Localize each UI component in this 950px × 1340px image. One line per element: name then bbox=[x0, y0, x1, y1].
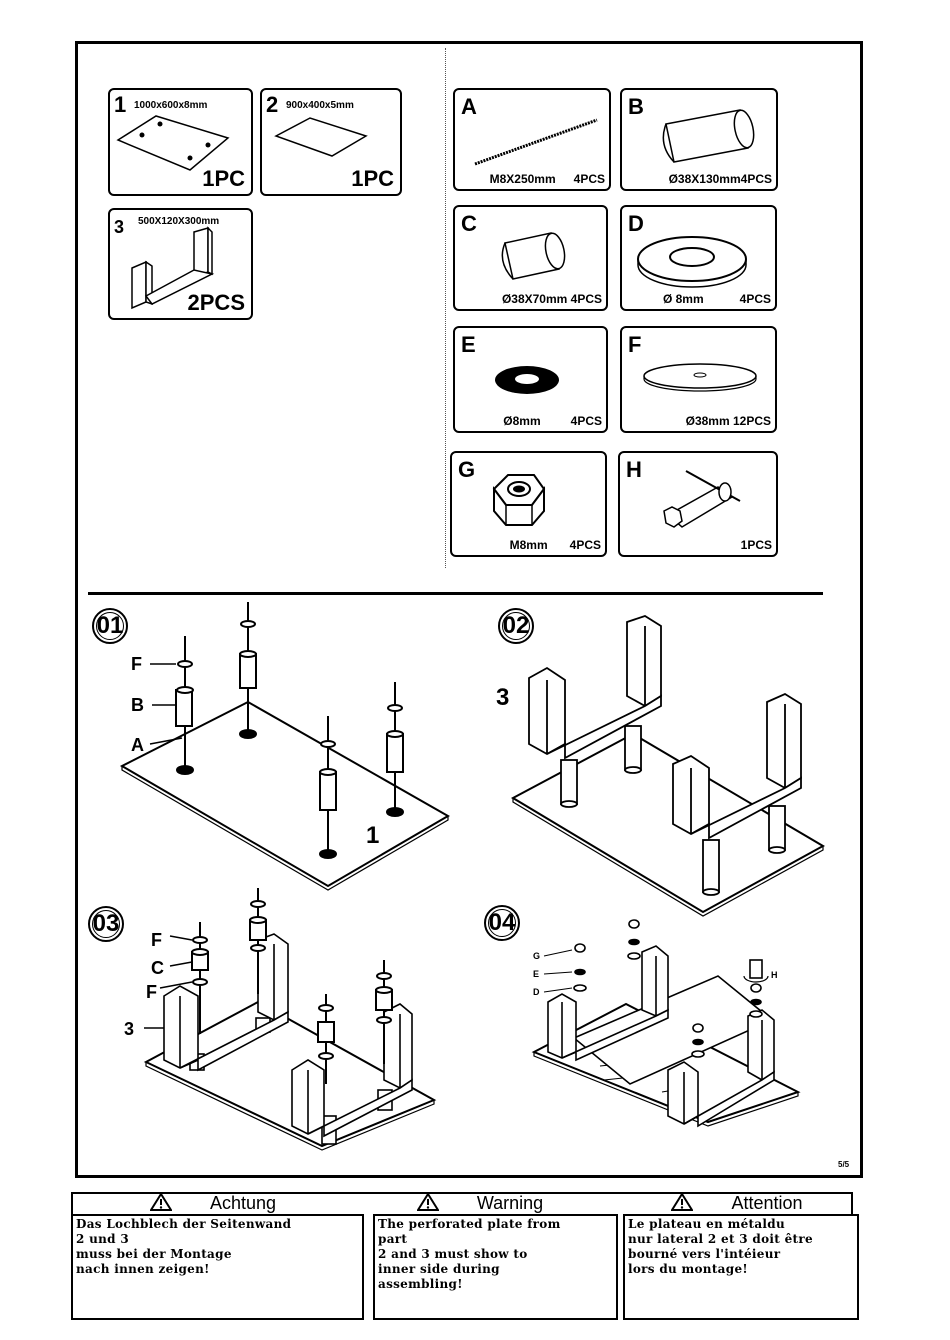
hardware-spec: Ø38X130mm4PCS bbox=[668, 172, 772, 186]
hardware-letter: D bbox=[628, 211, 644, 236]
step-01-label-a: A bbox=[131, 735, 144, 755]
hardware-d-card: D Ø 8mm 4PCS bbox=[620, 205, 777, 311]
warning-triangle-icon bbox=[149, 1193, 172, 1211]
hardware-spec: M8mm bbox=[509, 538, 548, 552]
part-3-card: 3 500X120X300mm 2PCS bbox=[108, 208, 253, 320]
part-quantity: 1PC bbox=[351, 166, 394, 191]
step-02-badge: 02 bbox=[498, 608, 534, 644]
hardware-c-card: C Ø38X70mm 4PCS bbox=[453, 205, 608, 311]
warning-box-en: The perforated plate from part 2 and 3 m… bbox=[373, 1214, 618, 1320]
step-03-label-f: F bbox=[151, 930, 162, 950]
hardware-letter: A bbox=[461, 94, 477, 119]
step-01-label-1: 1 bbox=[366, 822, 380, 849]
rubber-washer-icon bbox=[495, 366, 559, 394]
hardware-h-card: H 1PCS bbox=[618, 451, 778, 557]
long-spacer-icon bbox=[662, 109, 755, 163]
part-quantity: 2PCS bbox=[187, 290, 245, 315]
part-dimensions: 1000x600x8mm bbox=[134, 100, 208, 111]
warning-triangle-icon bbox=[416, 1193, 439, 1211]
part-2-card: 2 900x400x5mm 1PC bbox=[260, 88, 402, 196]
sheet-frame bbox=[75, 41, 863, 1178]
step-01-badge: 01 bbox=[92, 608, 128, 644]
part-dimensions: 500X120X300mm bbox=[138, 216, 220, 227]
hardware-quantity: 4PCS bbox=[570, 414, 602, 428]
hex-nut-icon bbox=[492, 474, 546, 526]
warning-triangle-icon bbox=[671, 1193, 694, 1211]
hardware-a-card: A M8X250mm 4PCS bbox=[453, 88, 611, 191]
warning-header-strip bbox=[71, 1192, 853, 1216]
part-quantity: 1PC bbox=[202, 166, 245, 191]
hardware-g-card: G M8mm 4PCS bbox=[450, 451, 607, 557]
step-01-label-b: B bbox=[131, 695, 144, 715]
warning-text-fr: Le plateau en métaldu nur lateral 2 et 3… bbox=[628, 1217, 813, 1276]
part-number: 2 bbox=[266, 92, 279, 117]
warning-box-fr: Le plateau en métaldu nur lateral 2 et 3… bbox=[623, 1214, 859, 1320]
hardware-quantity: 1PCS bbox=[740, 538, 772, 552]
warning-title-fr: Attention bbox=[632, 1193, 842, 1214]
step-02-diagram bbox=[510, 615, 826, 917]
step-04-label-h: H bbox=[771, 970, 778, 980]
step-01-diagram bbox=[119, 602, 451, 891]
parts-divider bbox=[445, 48, 446, 568]
plate-icon bbox=[116, 115, 230, 171]
step-04-label-g: G bbox=[533, 951, 541, 961]
hardware-letter: H bbox=[626, 457, 642, 482]
step-03-label-c: C bbox=[151, 958, 164, 978]
hardware-spec: Ø 8mm bbox=[662, 292, 704, 306]
step-02-label-3: 3 bbox=[496, 684, 510, 711]
hardware-spec: Ø38mm 12PCS bbox=[685, 414, 771, 428]
warning-text-en: The perforated plate from part 2 and 3 m… bbox=[378, 1217, 561, 1291]
step-03-badge: 03 bbox=[88, 906, 124, 942]
step-03-label-f2: F bbox=[146, 982, 157, 1002]
part-1-card: 1 1000x600x8mm 1PC bbox=[108, 88, 253, 196]
step-04-label-e: E bbox=[533, 969, 540, 979]
part-dimensions: 900x400x5mm bbox=[286, 100, 354, 111]
threaded-rod-icon bbox=[474, 118, 598, 166]
hardware-quantity: 4PCS bbox=[569, 538, 601, 552]
step-03-label-3: 3 bbox=[124, 1019, 135, 1039]
hardware-spec: Ø8mm bbox=[503, 414, 541, 428]
step-04-diagram bbox=[531, 919, 801, 1128]
hardware-letter: G bbox=[458, 457, 476, 482]
warning-title-en: Warning bbox=[375, 1193, 585, 1214]
part-number: 3 bbox=[114, 217, 125, 237]
warning-text-de: Das Lochblech der Seitenwand 2 und 3 mus… bbox=[76, 1217, 292, 1276]
washer-icon bbox=[637, 236, 747, 288]
warning-title-de: Achtung bbox=[108, 1193, 318, 1214]
hardware-e-card: E Ø8mm 4PCS bbox=[453, 326, 608, 433]
short-spacer-icon bbox=[501, 232, 566, 280]
hardware-quantity: 4PCS bbox=[739, 292, 771, 306]
part-number: 1 bbox=[114, 92, 127, 117]
hardware-letter: C bbox=[461, 211, 477, 236]
flat-washer-icon bbox=[643, 363, 757, 392]
step-04-badge: 04 bbox=[484, 905, 520, 941]
plate-icon bbox=[274, 117, 368, 157]
hardware-spec: Ø38X70mm 4PCS bbox=[501, 292, 602, 306]
warning-box-de: Das Lochblech der Seitenwand 2 und 3 mus… bbox=[71, 1214, 364, 1320]
step-01-label-f: F bbox=[131, 654, 142, 674]
socket-wrench-icon bbox=[663, 470, 741, 528]
step-04-label-d: D bbox=[533, 987, 540, 997]
hardware-letter: E bbox=[461, 332, 476, 357]
hardware-b-card: B Ø38X130mm4PCS bbox=[620, 88, 778, 191]
hardware-letter: F bbox=[628, 332, 642, 357]
page-number: 5/5 bbox=[838, 1160, 850, 1169]
side-panel-icon bbox=[131, 226, 215, 310]
hardware-spec: M8X250mm bbox=[489, 172, 556, 186]
hardware-f-card: F Ø38mm 12PCS bbox=[620, 326, 777, 433]
section-divider bbox=[88, 592, 823, 595]
hardware-letter: B bbox=[628, 94, 644, 119]
step-03-diagram bbox=[143, 888, 437, 1151]
hardware-quantity: 4PCS bbox=[573, 172, 605, 186]
